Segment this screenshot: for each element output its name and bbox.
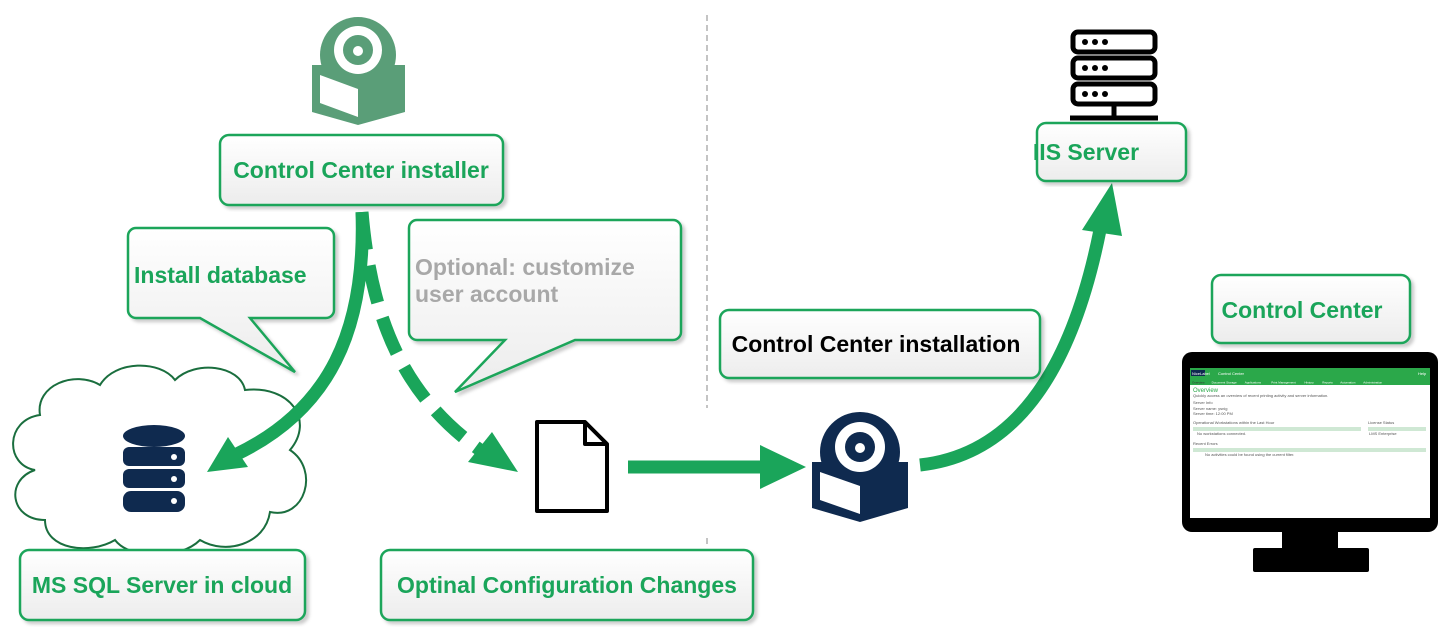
- config-label-box: [379, 548, 755, 622]
- sql-label: MS SQL Server in cloud: [32, 572, 292, 598]
- database-icon: [123, 425, 185, 512]
- screen-tab: Overview: [1192, 381, 1205, 385]
- screen-recent-errors: Recent Errors: [1193, 441, 1218, 446]
- optional-config-arrow: [355, 211, 484, 456]
- screen-tab: Reports: [1322, 381, 1333, 385]
- document-icon: [535, 420, 609, 513]
- installation-label-box: [718, 308, 1042, 380]
- install-to-iis-arrowhead: [1082, 183, 1122, 236]
- screen-no-workstations: No workstations connected.: [1197, 431, 1246, 436]
- screen-tab: History: [1304, 381, 1314, 385]
- install-to-iis-arrow: [919, 228, 1107, 472]
- screen-app-title: Control Center: [1218, 371, 1245, 376]
- control-center-label: Control Center: [1222, 297, 1383, 323]
- install-database-label: Install database: [134, 262, 307, 288]
- config-label: Optinal Configuration Changes: [397, 572, 737, 598]
- screen-tab: Applications: [1245, 381, 1262, 385]
- screen-title: Overview: [1193, 388, 1219, 394]
- config-to-install-arrowhead: [760, 445, 806, 489]
- install-database-arrow: [232, 211, 369, 461]
- optional-config-arrowhead: [468, 432, 518, 472]
- screen-tab: Document Storage: [1212, 381, 1237, 385]
- installer-icon: [312, 17, 405, 125]
- optional-callout: [407, 218, 683, 394]
- screen-tab: Administration: [1363, 381, 1382, 385]
- screen-subtitle: Quickly access an overview of recent pri…: [1193, 393, 1328, 398]
- screen-server-name: Server name: ysnig: [1193, 406, 1227, 411]
- screen-tab: Print Management: [1271, 381, 1296, 385]
- screen-license-status: License Status: [1368, 420, 1394, 425]
- install-database-arrowhead: [207, 437, 248, 472]
- screen-no-errors: No activities could be found using the c…: [1205, 452, 1294, 457]
- screen-server-info: Server Info: [1193, 400, 1213, 405]
- screen-server-time: Server time: 12:00 PM: [1193, 411, 1233, 416]
- sql-label-box: [18, 548, 307, 622]
- cloud-shape: [12, 364, 307, 556]
- control-center-label-box: [1210, 273, 1412, 345]
- screen-workstations: Operational Workstations within the Last…: [1193, 420, 1275, 425]
- monitor-icon: NiceLabel Control Center Help Overview Do…: [1182, 352, 1438, 572]
- installation-icon: [812, 412, 908, 522]
- iis-label: IIS Server: [1033, 139, 1139, 165]
- optional-label-line1: Optional: customize: [415, 254, 635, 280]
- installer-label: Control Center installer: [233, 157, 489, 183]
- install-database-callout: [126, 226, 336, 374]
- server-icon: [1070, 29, 1158, 121]
- installer-label-box: [218, 133, 505, 207]
- screen-brand: NiceLabel: [1192, 371, 1210, 376]
- iis-label-box: [1035, 121, 1188, 183]
- installation-label: Control Center installation: [732, 331, 1021, 357]
- optional-label-line2: user account: [415, 281, 558, 307]
- screen-tab: Automation: [1340, 381, 1356, 385]
- screen-license-type: LMS Enterprise: [1369, 431, 1397, 436]
- screen-help: Help: [1418, 371, 1427, 376]
